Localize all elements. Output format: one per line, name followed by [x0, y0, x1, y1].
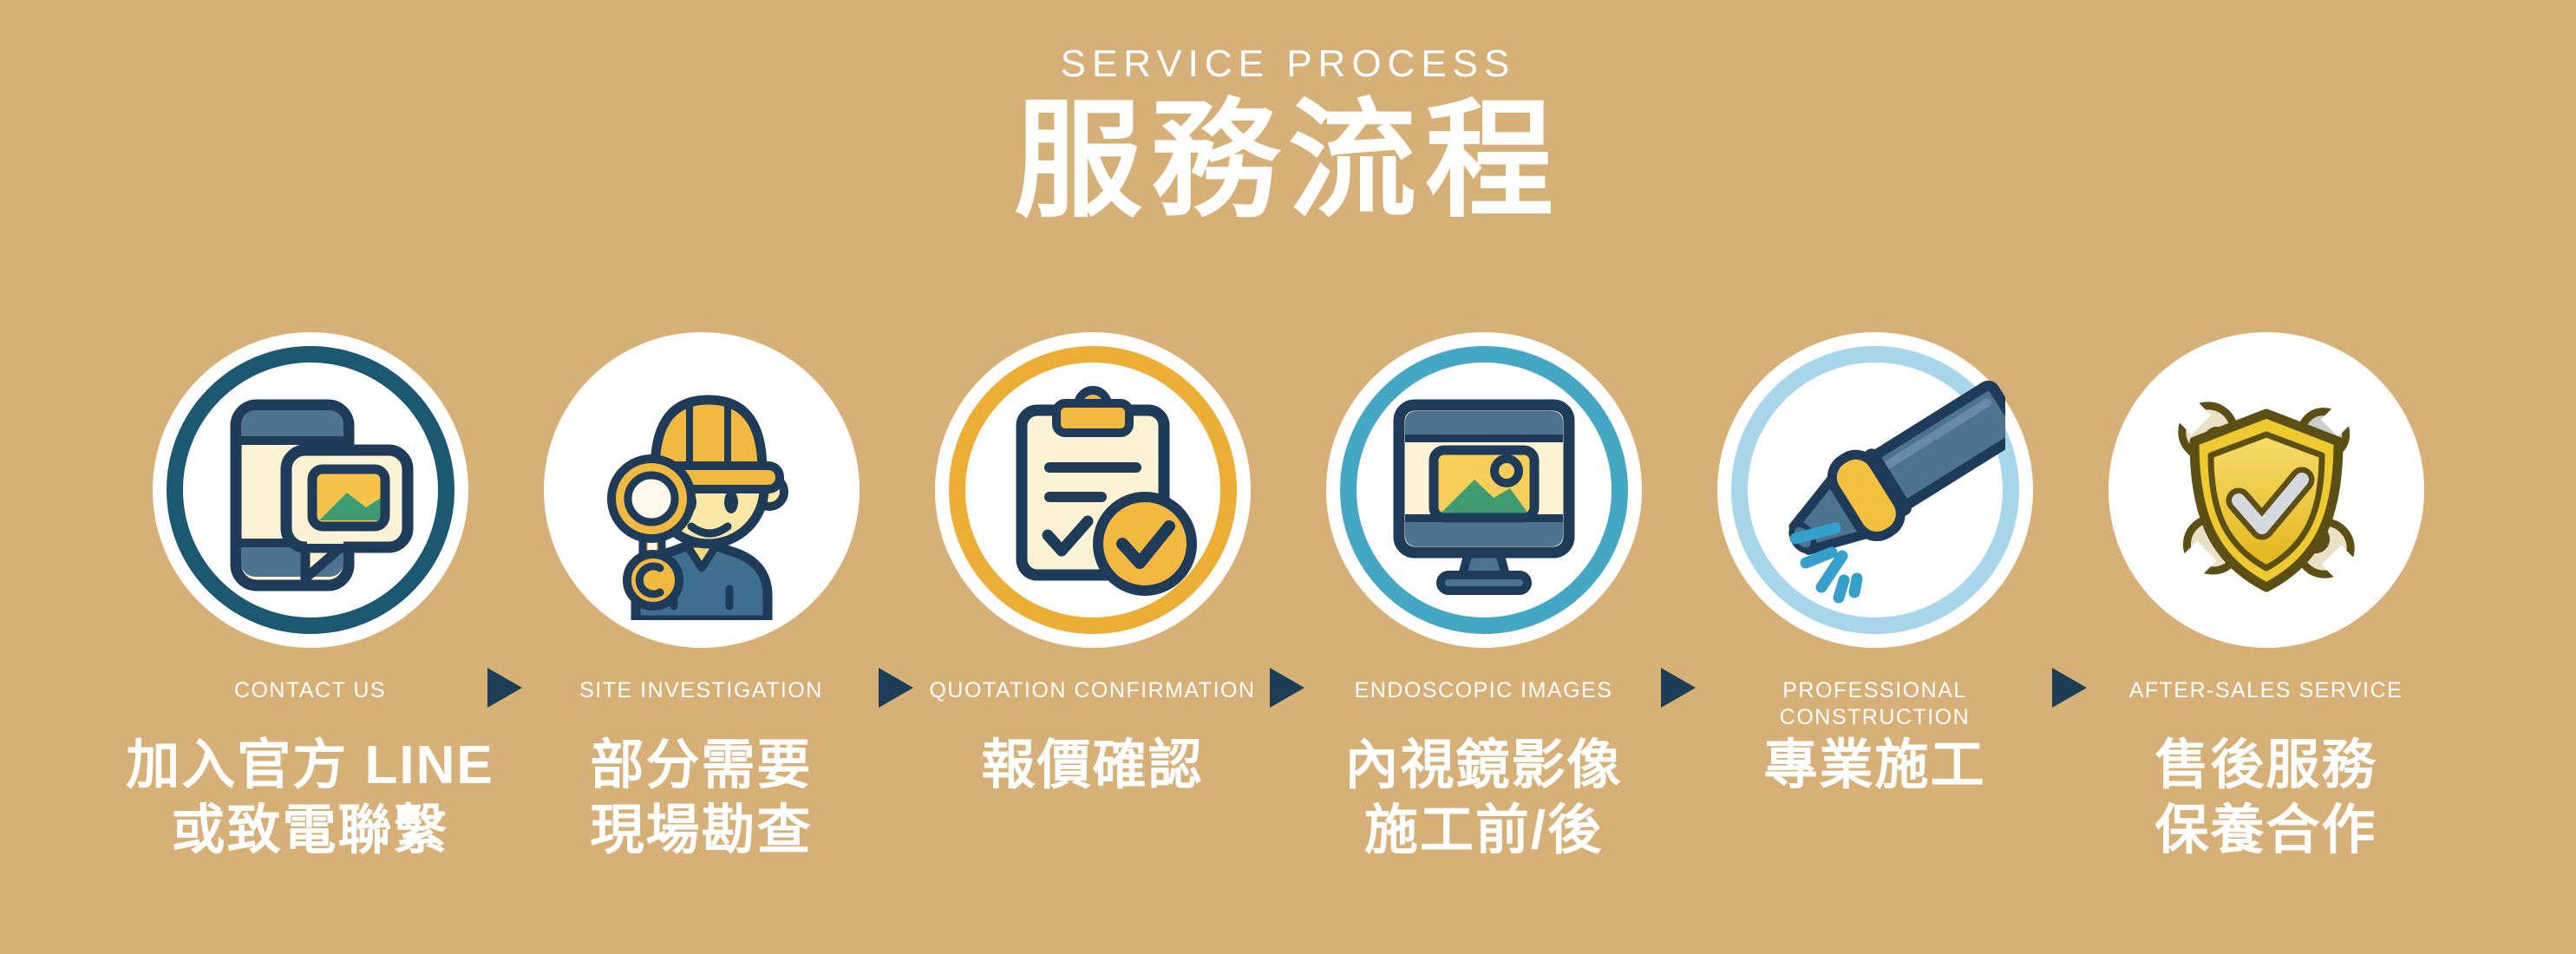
step-label-en: QUOTATION CONFIRMATION: [929, 678, 1256, 702]
step-after-sales-service: AFTER-SALES SERVICE 售後服務保養合作: [2070, 332, 2462, 863]
endoscope-spray-icon: [1788, 380, 2005, 604]
arrow-right-icon: [1270, 668, 1304, 708]
step-circle: [1325, 332, 1642, 648]
phone-chat-icon: [230, 399, 413, 591]
header: SERVICE PROCESS 服務流程: [0, 0, 2576, 231]
step-site-investigation: SITE INVESTIGATION 部分需要現場勘查: [506, 332, 897, 863]
arrow-right-icon: [487, 668, 522, 708]
step-label-en: SITE INVESTIGATION: [579, 678, 823, 702]
step-label-en: AFTER-SALES SERVICE: [2128, 678, 2403, 702]
arrow-right-icon: [1661, 668, 1696, 708]
step-circle: [152, 332, 468, 648]
step-label-zh: 內視鏡影像施工前/後: [1344, 735, 1623, 860]
page-title: 服務流程: [1014, 89, 1562, 232]
step-label-en: CONTACT US: [233, 678, 387, 702]
clipboard-check-icon: [1016, 386, 1197, 596]
step-circle: [934, 332, 1251, 648]
step-label-zh: 專業施工: [1763, 735, 1986, 795]
step-label-zh: 報價確認: [981, 735, 1204, 795]
step-label-zh: 部分需要現場勘查: [590, 735, 813, 860]
step-circle: [2108, 332, 2424, 648]
monitor-image-icon: [1393, 399, 1574, 595]
arrow-right-icon: [2052, 668, 2087, 708]
step-circle: [1716, 332, 2033, 648]
step-circle: [543, 332, 860, 648]
step-endoscopic-images: ENDOSCOPIC IMAGES 內視鏡影像施工前/後: [1288, 332, 1679, 863]
step-quotation-confirmation: QUOTATION CONFIRMATION 報價確認: [897, 332, 1288, 863]
step-label-zh: 售後服務保養合作: [2154, 735, 2377, 860]
arrow-right-icon: [879, 668, 913, 708]
subtitle-en: SERVICE PROCESS: [1060, 42, 1516, 85]
shield-wrench-icon: [2173, 396, 2359, 592]
step-label-en: ENDOSCOPIC IMAGES: [1354, 678, 1613, 702]
worker-magnifier-icon: [606, 395, 788, 620]
